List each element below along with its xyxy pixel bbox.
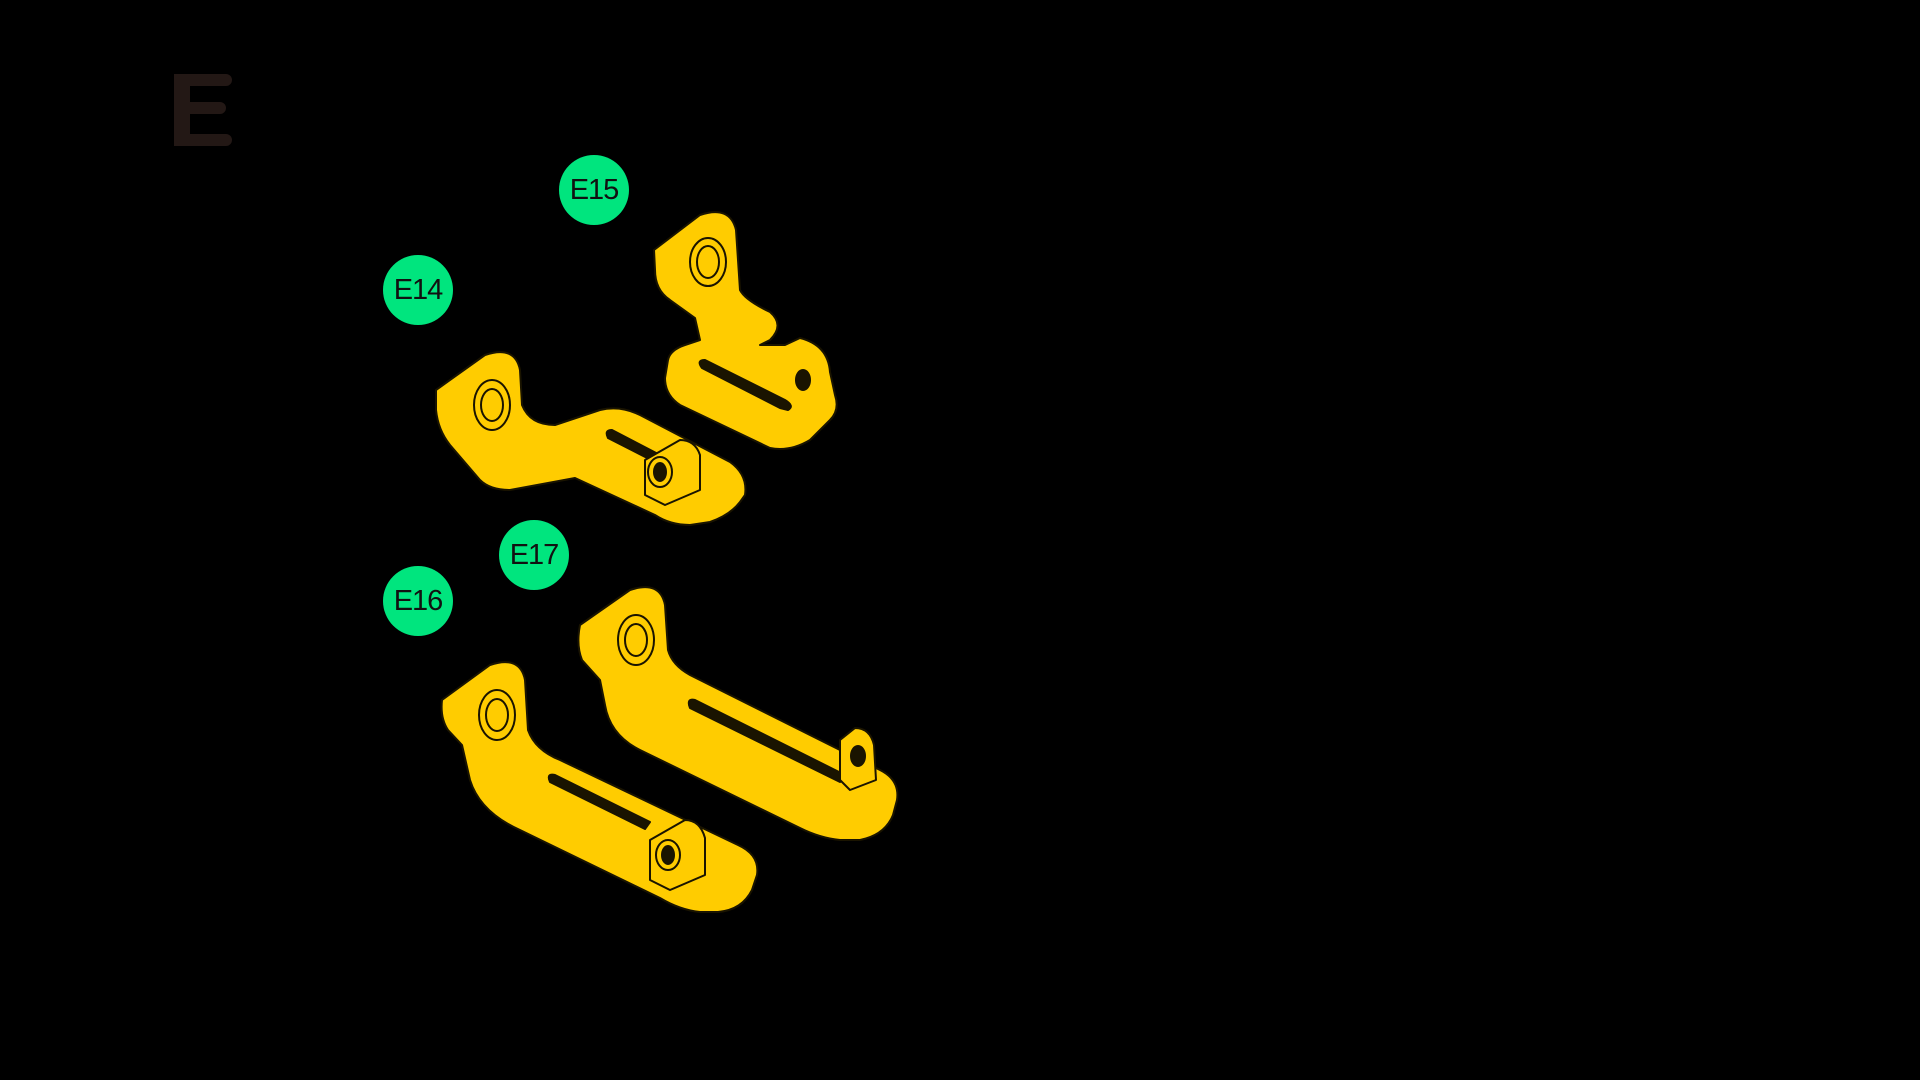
- part-label-e17: E17: [499, 520, 569, 590]
- part-e17: [577, 586, 899, 841]
- part-label-text: E14: [393, 273, 444, 306]
- section-e-glyph-icon: [174, 74, 232, 146]
- part-label-e14: E14: [383, 255, 453, 325]
- part-label-text: E17: [509, 538, 560, 571]
- part-label-text: E16: [393, 584, 444, 617]
- part-label-e16: E16: [383, 566, 453, 636]
- part-e16: [440, 661, 759, 913]
- part-label-e15: E15: [559, 155, 629, 225]
- part-e14: [435, 351, 747, 526]
- section-letter-e: E: [168, 70, 232, 150]
- part-label-text: E15: [569, 173, 620, 206]
- part-e15: [653, 211, 838, 450]
